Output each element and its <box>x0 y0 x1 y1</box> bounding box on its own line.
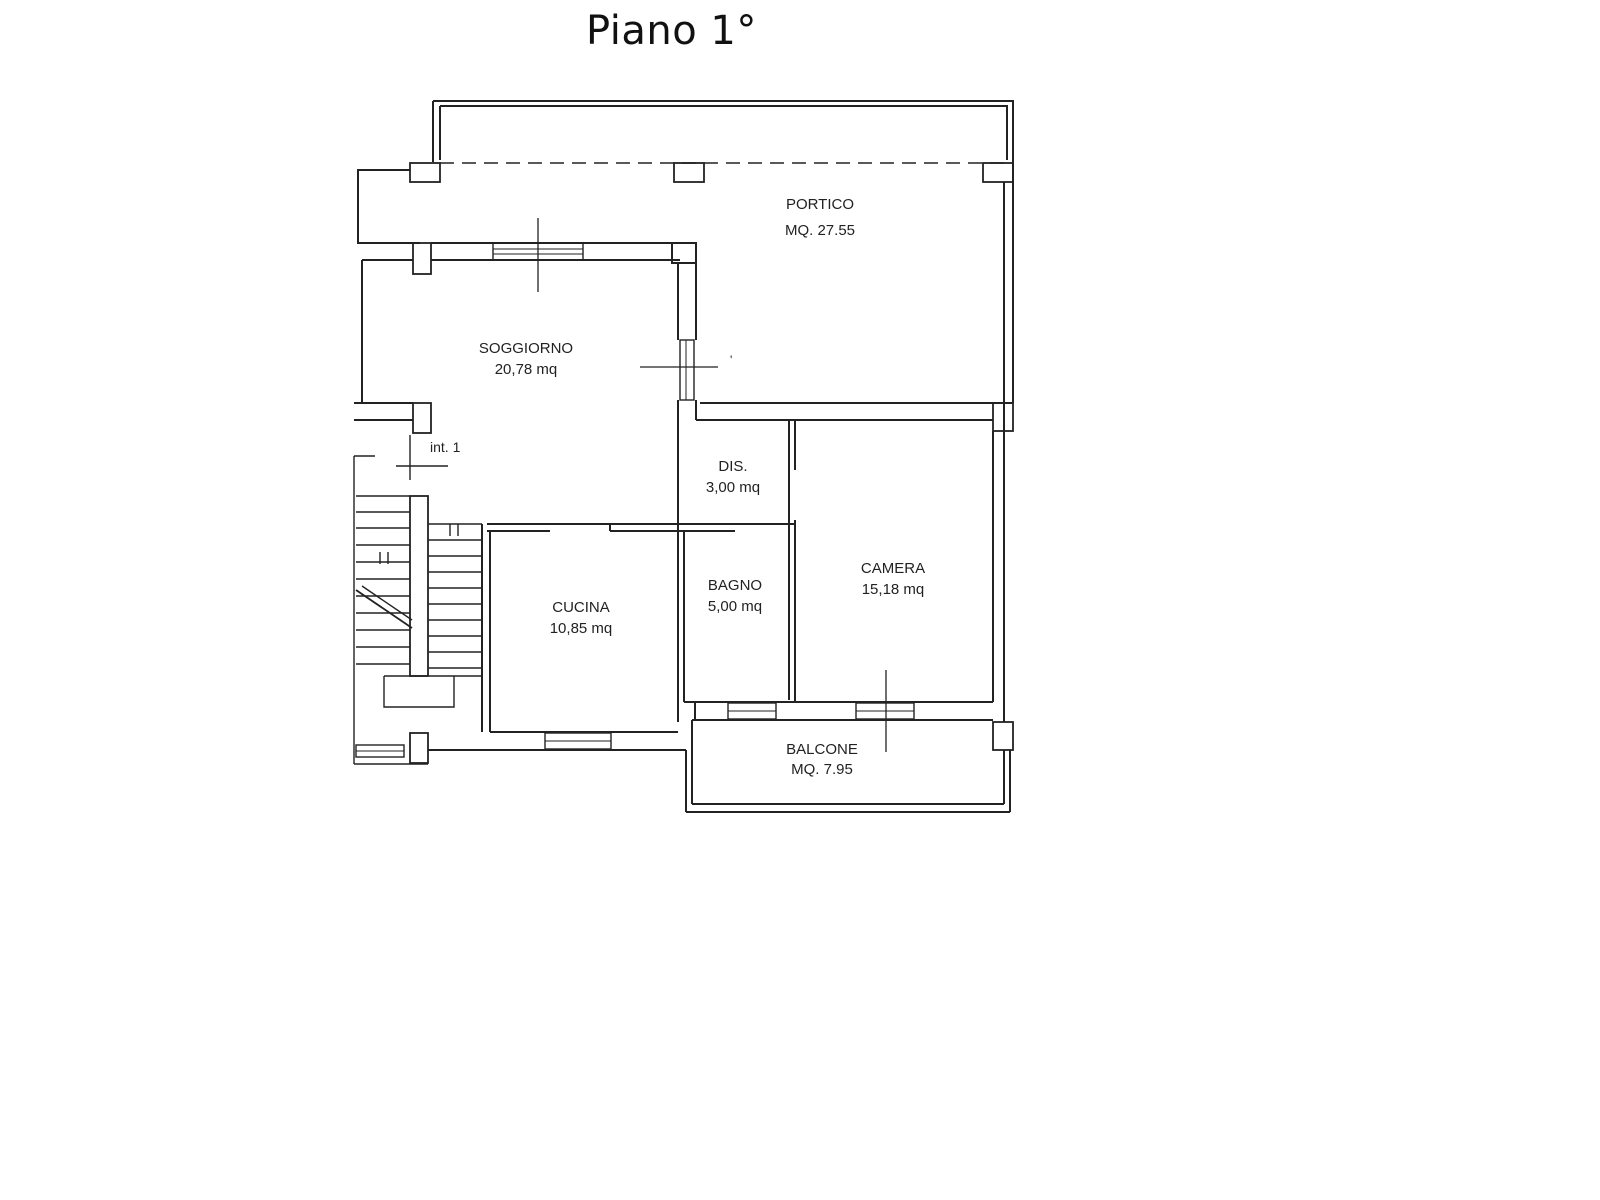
bagno-area: 5,00 mq <box>708 598 762 615</box>
bagno-walls <box>684 701 795 720</box>
dis-area: 3,00 mq <box>706 479 760 496</box>
portico-outline <box>357 100 1014 404</box>
cucina-area: 10,85 mq <box>550 620 613 637</box>
balcone-name: BALCONE <box>786 741 858 758</box>
soggiorno-area: 20,78 mq <box>495 361 558 378</box>
balcone-area: MQ. 7.95 <box>791 761 853 778</box>
portico-area: MQ. 27.55 <box>785 222 855 239</box>
camera-area: 15,18 mq <box>862 581 925 598</box>
stairwell <box>353 435 483 765</box>
unit-label: int. 1 <box>430 439 461 455</box>
camera-walls <box>788 403 1005 752</box>
camera-name: CAMERA <box>861 560 925 577</box>
cucina-name: CUCINA <box>552 599 610 616</box>
central-walls <box>487 523 795 702</box>
dis-walls <box>677 403 993 530</box>
cucina-walls <box>428 524 686 751</box>
page-title: Piano 1° <box>586 8 757 54</box>
dis-name: DIS. <box>718 458 747 475</box>
tick-mark: ' <box>730 353 732 367</box>
portico-name: PORTICO <box>786 196 854 213</box>
pillars <box>409 162 1014 764</box>
soggiorno-walls <box>354 218 718 450</box>
soggiorno-name: SOGGIORNO <box>479 340 573 357</box>
balcone-walls <box>677 702 1011 813</box>
bagno-name: BAGNO <box>708 577 762 594</box>
